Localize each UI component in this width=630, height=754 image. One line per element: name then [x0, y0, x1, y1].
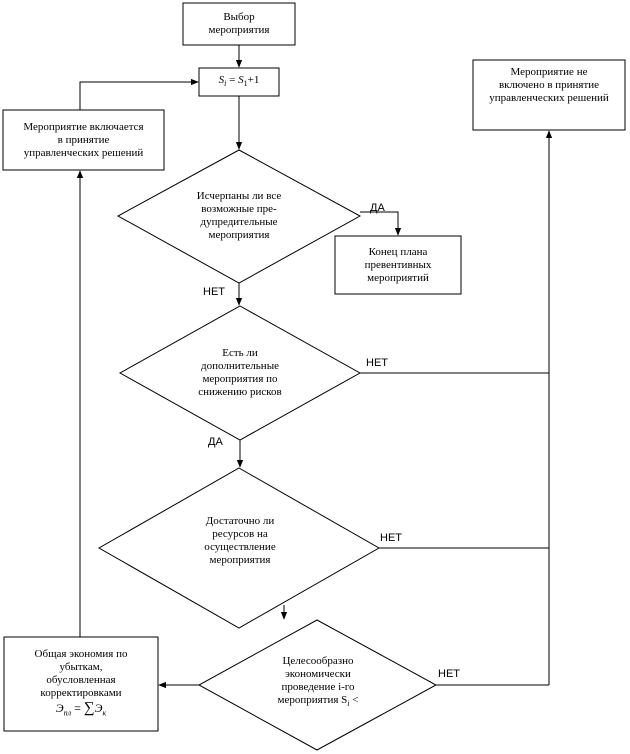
- savings-line-3: обусловленная: [46, 674, 116, 687]
- economic-line-2: экономически: [285, 668, 351, 681]
- economic-label: Целесообразно экономически проведение i-…: [250, 652, 386, 714]
- savings-line-4: корректировками: [40, 687, 122, 700]
- economic-tail: <: [349, 694, 359, 707]
- end-plan-line-2: превентивных: [364, 258, 432, 271]
- savings-formula-rhs-sub: к: [102, 708, 107, 718]
- select-box: [182, 2, 296, 46]
- not-included-line-2: включено в принятие: [498, 78, 600, 91]
- included-line-2: в принятие: [57, 133, 110, 146]
- economic-line-1: Целесообразно: [282, 655, 354, 668]
- increment-s: S: [218, 73, 225, 86]
- edge-label-no-3: НЕТ: [380, 532, 402, 544]
- increment-formula: Si = S1+1: [219, 74, 260, 90]
- select-line-2: мероприятия: [208, 24, 270, 36]
- edge-label-no-1: НЕТ: [203, 286, 225, 298]
- included-line-1: Мероприятие включается: [23, 120, 144, 133]
- end-plan-label: Конец плана превентивных мероприятий: [335, 236, 461, 294]
- savings-formula-sum: ∑: [83, 700, 95, 717]
- resources-line-4: мероприятия: [209, 554, 271, 566]
- edge-included-increment: [79, 78, 199, 110]
- included-label: Мероприятие включается в принятие управл…: [3, 110, 164, 170]
- select-label: Выбор мероприятия: [183, 3, 295, 45]
- resources-label: Достаточно ли ресурсов на осуществление …: [170, 510, 310, 572]
- increment-s2: S: [238, 73, 244, 86]
- savings-formula-lhs: Э: [55, 701, 64, 716]
- economic-line-4-text: мероприятия S: [277, 694, 348, 707]
- savings-label: Общая экономия по убыткам, обусловленная…: [4, 638, 158, 730]
- select-line-1: Выбор: [223, 11, 255, 23]
- additional-line-4: снижению рисков: [198, 386, 282, 398]
- exhausted-line-2: возможные пре-: [201, 203, 277, 215]
- end-plan-line-3: мероприятий: [367, 271, 429, 284]
- exhausted-line-3: дупредительные: [200, 216, 278, 228]
- resources-line-3: осуществление: [204, 541, 276, 553]
- resources-line-2: ресурсов на: [212, 528, 268, 540]
- additional-label: Есть ли дополнительные мероприятия по сн…: [170, 342, 310, 404]
- increment-box: [198, 67, 280, 97]
- not-included-line-3: управленческих решений: [489, 91, 609, 104]
- increment-label: Si = S1+1: [199, 68, 279, 96]
- savings-line-2: убыткам,: [59, 661, 103, 674]
- savings-box: [3, 636, 159, 732]
- increment-sub-i: i: [224, 79, 227, 89]
- economic-line-3: проведение i-го: [281, 681, 355, 694]
- not-included-box: [472, 59, 626, 131]
- additional-line-3: мероприятия по: [202, 373, 278, 385]
- not-included-line-1: Мероприятие не: [510, 65, 588, 78]
- additional-line-2: дополнительные: [201, 360, 279, 372]
- edge-label-yes-2: ДА: [208, 436, 223, 448]
- savings-formula-lhs-sub: пл: [63, 708, 72, 718]
- exhausted-line-1: Исчерпаны ли все: [196, 190, 282, 202]
- edge-exhausted-endplan: [360, 211, 402, 236]
- savings-formula: Эпл = ∑Эк: [55, 700, 107, 719]
- edge-label-no-2: НЕТ: [366, 357, 388, 369]
- exhausted-line-4: мероприятия: [208, 229, 270, 241]
- savings-formula-eq: =: [71, 701, 84, 716]
- economic-line-4: мероприятия Si <: [277, 694, 358, 710]
- end-plan-line-1: Конец плана: [368, 245, 428, 258]
- savings-line-1: Общая экономия по: [34, 648, 128, 661]
- increment-sub-1: 1: [243, 79, 248, 89]
- economic-sub: i: [347, 699, 350, 709]
- resources-diamond: [97, 467, 381, 629]
- exhausted-label: Исчерпаны ли все возможные пре- дупредит…: [170, 185, 308, 247]
- increment-plus: +1: [247, 73, 260, 86]
- additional-line-1: Есть ли: [222, 347, 258, 359]
- edge-label-no-4: НЕТ: [438, 668, 460, 680]
- end-plan-box: [334, 235, 462, 295]
- savings-formula-rhs: Э: [94, 701, 103, 716]
- resources-line-1: Достаточно ли: [205, 515, 275, 527]
- economic-diamond: [197, 619, 438, 751]
- included-box: [2, 109, 165, 171]
- edge-label-yes-1: ДА: [370, 202, 385, 214]
- included-line-3: управленческих решений: [23, 146, 144, 159]
- not-included-label: Мероприятие не включено в принятие управ…: [473, 60, 625, 110]
- increment-eq: =: [226, 73, 239, 86]
